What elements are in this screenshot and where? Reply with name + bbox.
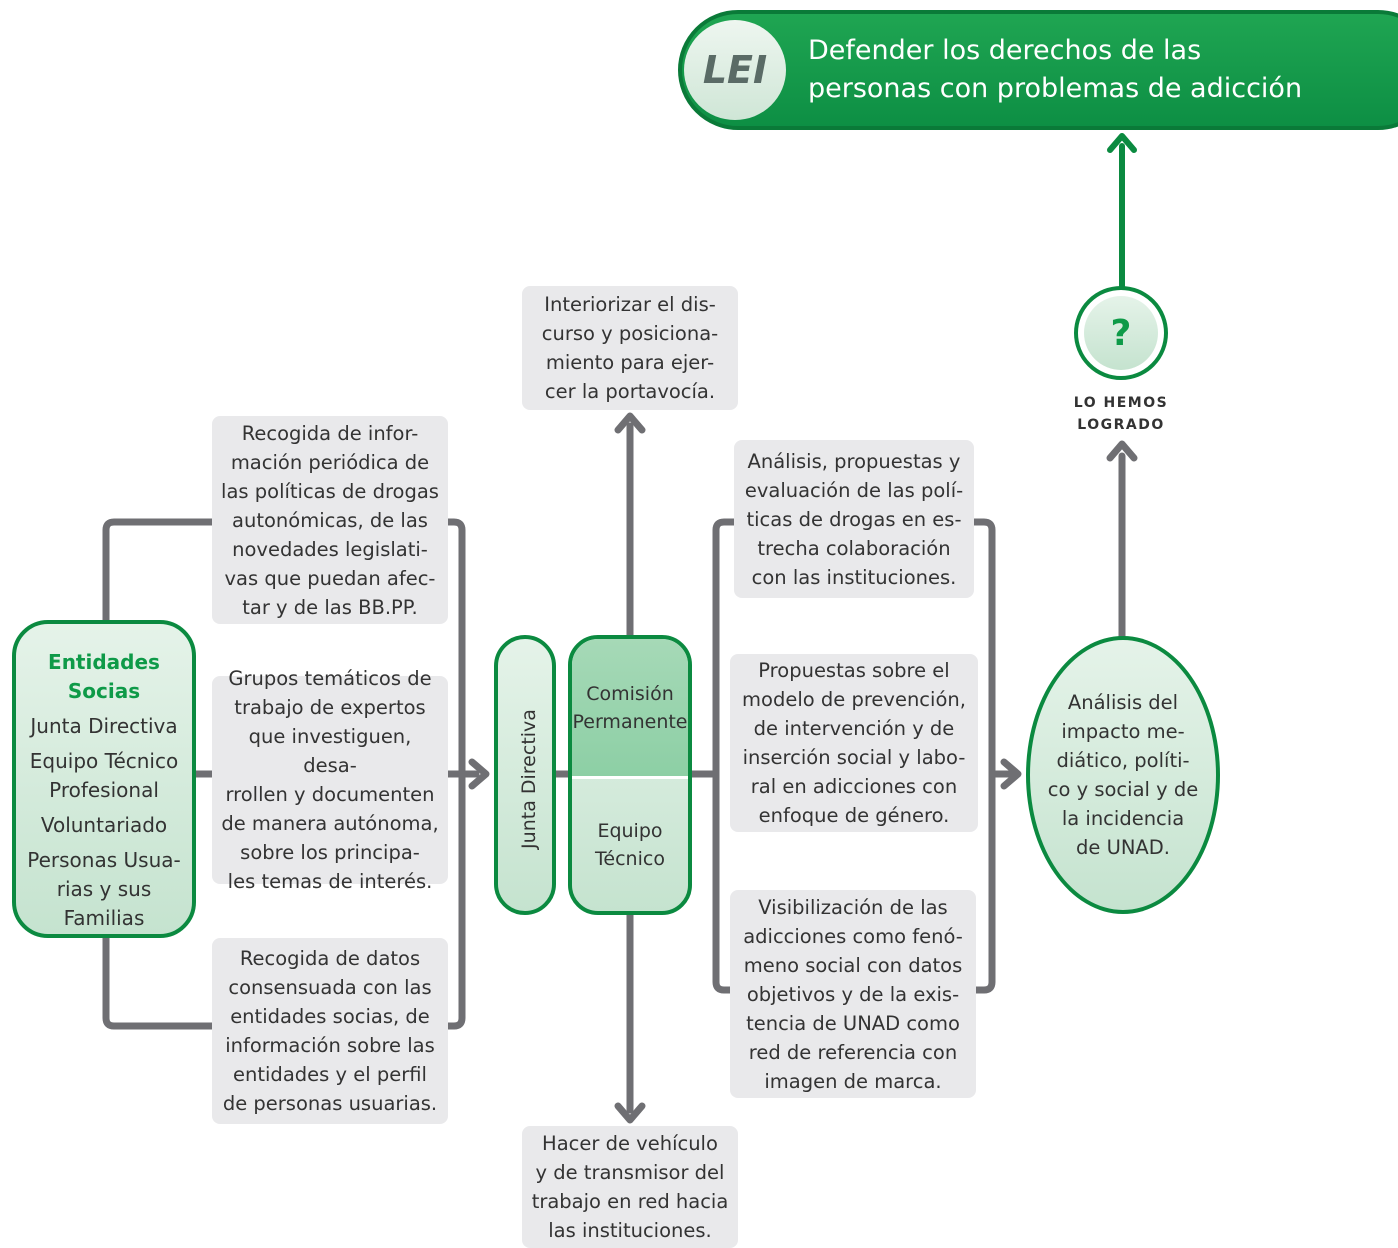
comision-divider xyxy=(572,776,688,779)
right-bracket-left xyxy=(712,518,740,994)
entidades-title: Entidades Socias xyxy=(48,650,160,703)
right-bracket-right xyxy=(970,518,996,994)
question-circle: ? xyxy=(1074,286,1168,380)
entidades-item: Voluntariado xyxy=(40,813,168,837)
left-box-recogida-datos: Recogida de datos consensuada con las en… xyxy=(212,938,448,1124)
equipo-tecnico-label: Equipo Técnico xyxy=(595,820,665,870)
left-box-politicas: Recogida de infor- mación periódica de l… xyxy=(212,416,448,624)
entidades-socias-box: Entidades Socias Junta Directiva Equipo … xyxy=(12,620,196,938)
right-box-visibilizacion: Visibilización de las adicciones como fe… xyxy=(730,890,976,1098)
right-box-analisis: Análisis, propuestas y evaluación de las… xyxy=(734,440,974,598)
question-mark-icon: ? xyxy=(1084,296,1158,370)
lei-badge-text: LEI xyxy=(702,48,768,92)
arrow-up-title xyxy=(1107,133,1137,153)
entidades-item: Equipo Técnico Profesional xyxy=(29,749,179,802)
left-box-grupos-tematicos: Grupos temáticos de trabajo de expertos … xyxy=(212,667,448,893)
arrow-down-bottom-box xyxy=(614,1102,646,1124)
top-box-portavocia: Interiorizar el dis- curso y posiciona- … xyxy=(522,286,738,410)
left-bracket-top xyxy=(102,518,216,624)
entidades-item: Personas Usua- rias y sus Familias xyxy=(27,848,181,930)
comision-equipo-box: Comisión Permanente Equipo Técnico xyxy=(568,635,692,915)
entidades-item: Junta Directiva xyxy=(30,714,178,738)
impact-oval: Análisis del impacto me- diático, políti… xyxy=(1026,636,1220,914)
lo-hemos-logrado-label: LO HEMOS LOGRADO xyxy=(1073,395,1169,433)
comision-permanente-label: Comisión Permanente xyxy=(572,639,688,776)
right-box-propuestas: Propuestas sobre el modelo de prevención… xyxy=(730,654,978,832)
goal-banner xyxy=(678,10,1398,130)
arrow-to-junta xyxy=(468,758,490,790)
lei-badge: LEI xyxy=(684,20,786,120)
arrow-to-oval xyxy=(1000,758,1022,790)
bottom-box-vehiculo: Hacer de vehículo y de transmisor del tr… xyxy=(522,1126,738,1248)
left-bracket-bottom xyxy=(102,934,216,1030)
goal-title: Defender los derechos de las personas co… xyxy=(808,35,1303,104)
junta-directiva-label: Junta Directiva xyxy=(518,709,540,849)
arrow-up-top-box xyxy=(614,412,646,434)
arrow-up-question xyxy=(1106,440,1138,462)
junta-directiva-box: Junta Directiva xyxy=(494,635,556,915)
